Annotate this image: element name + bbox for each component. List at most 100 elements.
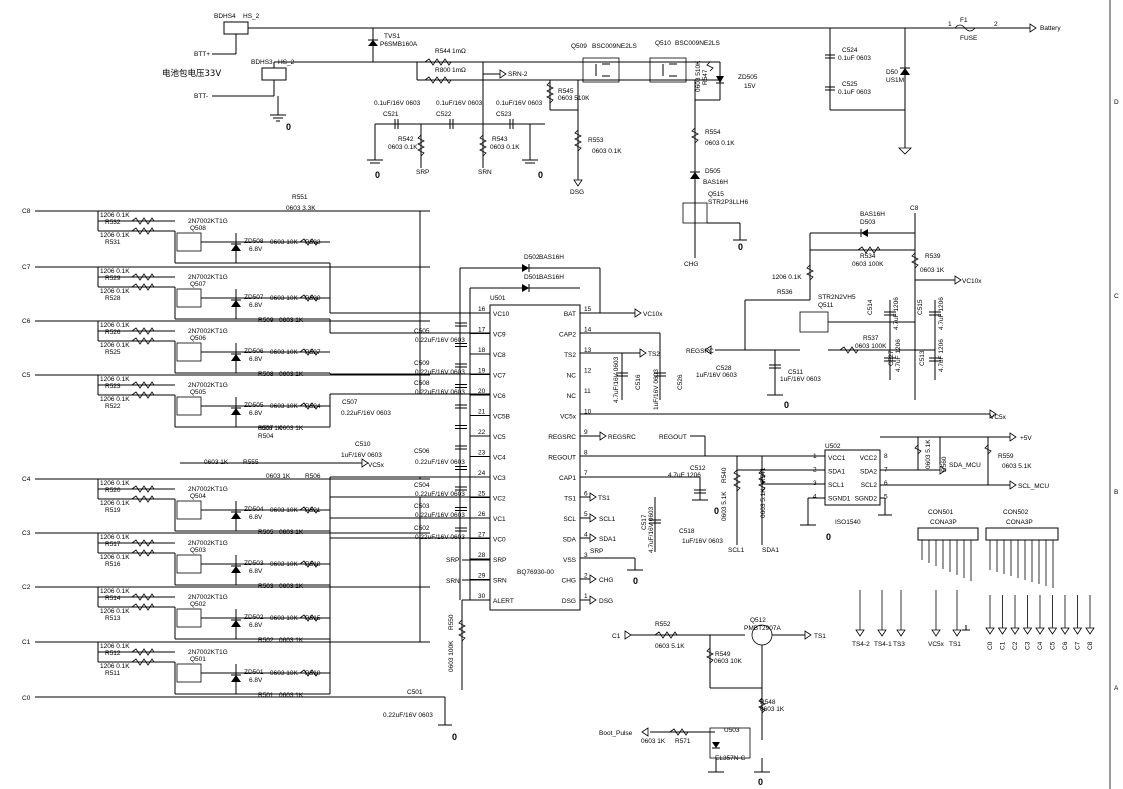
r554-value: 0603 0.1K <box>705 140 735 147</box>
con501-part: CONA3P <box>930 519 957 526</box>
c516-value: 4.7uF/16V 0603 <box>613 356 620 403</box>
gate-resistor-label: R533 <box>305 239 321 246</box>
balance-mosfet <box>176 396 202 416</box>
gnd-zero-u503: 0 <box>758 777 763 787</box>
r800-label: R800 <box>435 67 451 74</box>
plus5v-net: +5V <box>1020 435 1032 442</box>
gate-resistor-label: R530 <box>305 295 321 302</box>
u501-pin-number: 8 <box>584 450 588 457</box>
r544-value: 1mΩ <box>452 48 466 55</box>
c522-label: C522 <box>436 111 452 118</box>
u501-pin-number: 10 <box>584 409 592 416</box>
mosfet-label: Q503 <box>190 547 206 554</box>
cell-net-label: C4 <box>22 476 31 483</box>
cell-net-label: C7 <box>22 264 31 271</box>
r2-label: R531 <box>105 239 121 246</box>
r552-value: 0603 5.1K <box>655 643 685 650</box>
zener-value: 6.8V <box>249 568 263 575</box>
dsg-net-top: DSG <box>570 189 584 196</box>
c527-label: C527 <box>888 350 895 366</box>
ts1-drive-section: C1 R552 0603 5.1K Q512 PMBT2907A TS1 R54… <box>599 617 826 787</box>
r542-value: 0603 0.1K <box>388 144 418 151</box>
r554-label: R554 <box>705 129 721 136</box>
c528-label: C528 <box>716 365 732 372</box>
gnd-zero-3: 0 <box>538 170 543 180</box>
cap-label: C509 <box>414 360 430 367</box>
c0-net: C0 <box>22 695 31 702</box>
cap-label: C505 <box>414 328 430 335</box>
series-resistor-label: R502 <box>258 637 274 644</box>
d502-label: D502 <box>524 254 540 261</box>
q515-part: STR2P3LLH6 <box>708 199 748 206</box>
bas16h-d503-part: BAS16H <box>860 211 885 218</box>
c522-header: 0.1uF/16V 0603 <box>436 100 483 107</box>
r552-resistor <box>654 631 678 639</box>
r536-resistor <box>806 264 814 281</box>
f1-pin1: 1 <box>948 21 952 28</box>
d505-label: D505 <box>705 168 721 175</box>
cap-label: C506 <box>414 448 430 455</box>
c514-label: C514 <box>867 299 874 315</box>
q512-part: PMBT2907A <box>744 625 782 632</box>
r2-value: 1206 0.1K <box>100 500 130 507</box>
con502-net: C6 <box>1062 641 1069 650</box>
d502-part: BAS16H <box>539 254 564 261</box>
series-resistor-value: 0603 1K <box>279 637 304 644</box>
u501-pin-name: CAP2 <box>559 332 576 339</box>
gate-resistor-value: 0603 10K <box>270 295 298 302</box>
mosfet-label: Q505 <box>190 389 206 396</box>
r560-value: 0603 5.1K <box>925 439 932 469</box>
u501-pin-number: 21 <box>478 409 486 416</box>
balance-mosfet <box>176 608 202 628</box>
c516-label: C516 <box>635 374 642 390</box>
cap-value: 0.22uF/16V 0603 <box>415 512 465 519</box>
balance-resistor <box>131 658 155 666</box>
r2-value: 1206 0.1K <box>100 342 130 349</box>
gate-resistor-label: R510 <box>305 670 321 677</box>
r800-value: 1mΩ <box>452 67 466 74</box>
u501-pin-name: SDA <box>563 537 577 544</box>
con501-body <box>917 527 979 541</box>
series-resistor-label: R507 <box>258 425 274 432</box>
r2-label: R522 <box>105 403 121 410</box>
series-resistor-label: R551 <box>292 194 308 201</box>
r543-label: R543 <box>492 136 508 143</box>
cap-label: C504 <box>414 482 430 489</box>
u501-pin-number: 3 <box>584 552 588 559</box>
u501-pin-name: REGOUT <box>548 455 576 462</box>
r1-value: 1206 0.1K <box>100 212 130 219</box>
sda-mcu-net: SDA_MCU <box>949 462 981 469</box>
r506-value: 0603 1K <box>266 473 291 480</box>
u502-pin-name: SCL2 <box>861 482 878 489</box>
u501-pin-number: 6 <box>584 491 588 498</box>
c521-header: 0.1uF/16V 0603 <box>374 100 421 107</box>
q509-part: BSC009NE2LS <box>592 43 637 50</box>
u501-pin-name: BAT <box>564 311 576 318</box>
balance-resistor <box>131 603 155 611</box>
r571-resistor <box>669 728 689 736</box>
ts1-net-mid: TS1 <box>598 495 610 502</box>
u501-pin-name: CHG <box>562 578 576 585</box>
cap-label: C503 <box>414 503 430 510</box>
r550-resistor <box>458 619 466 642</box>
d501-part: BAS16H <box>539 274 564 281</box>
u502-pin-name: SDA1 <box>828 469 845 476</box>
r800-resistor <box>424 76 452 84</box>
vc10x-net-mid: VC10x <box>643 311 663 318</box>
r539-value: 0603 1K <box>920 267 945 274</box>
balance-mosfet <box>176 663 202 683</box>
con501-net: TS4-2 <box>852 641 870 648</box>
c523-header: 0.1uF/16V 0603 <box>496 100 543 107</box>
balance-resistor <box>131 495 155 503</box>
r536-value: 1206 0.1K <box>772 274 802 281</box>
r543-value: 0603 0.1K <box>490 144 520 151</box>
cap-value: 0.22uF/16V 0603 <box>415 369 465 376</box>
q511-mosfet <box>799 311 829 333</box>
us1m-label: US1M <box>886 77 904 84</box>
u501-pin-name: VC8 <box>493 352 506 359</box>
r548-resistor <box>758 697 766 714</box>
u501-pin-name: DSG <box>562 598 576 605</box>
con502-net: C5 <box>1050 641 1057 650</box>
